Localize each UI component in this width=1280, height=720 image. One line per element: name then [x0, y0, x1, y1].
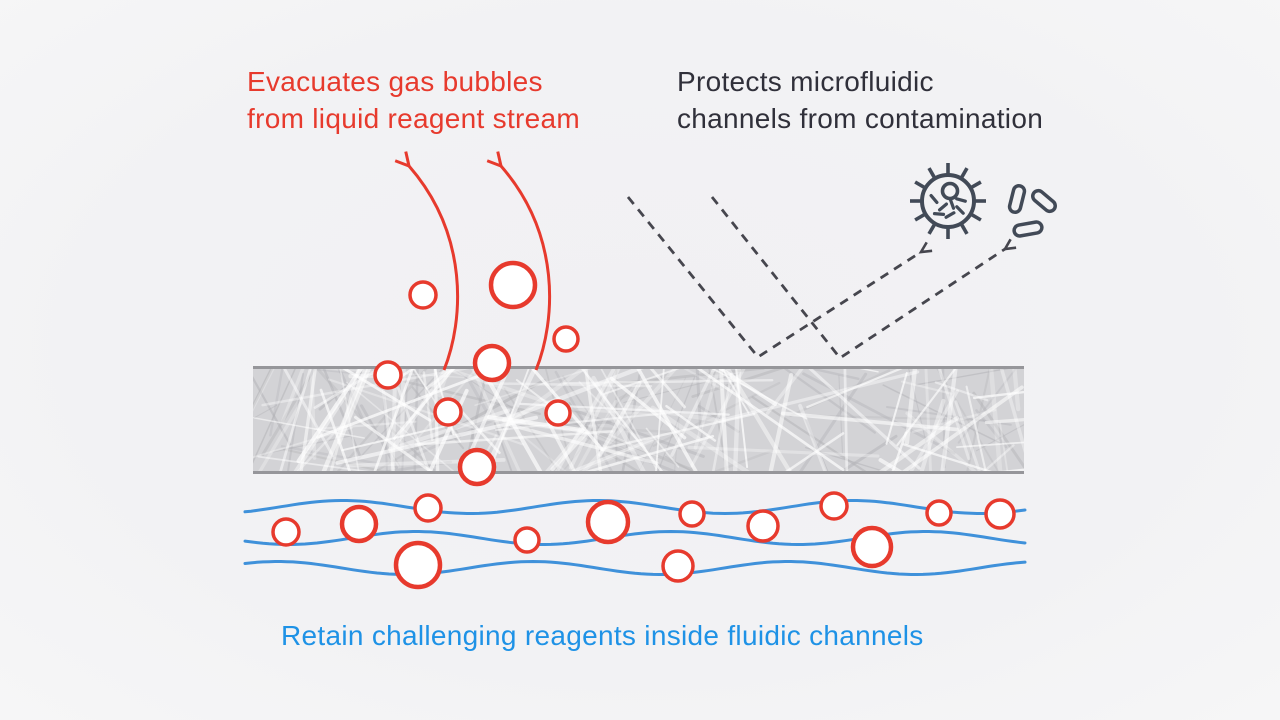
- gas-bubble: [488, 260, 538, 310]
- reagent-bubble: [984, 498, 1016, 530]
- reagent-bubble: [850, 525, 894, 569]
- reagent-bubble: [585, 499, 631, 545]
- membrane-bottom-edge: [253, 471, 1024, 474]
- gas-bubble: [544, 399, 572, 427]
- reagent-bubble: [661, 549, 695, 583]
- contamination-bounce-arrows: [626, 196, 1017, 360]
- curved-up-arrow-icon: [394, 151, 460, 371]
- dashed-bounce-arrow-icon: [710, 196, 1017, 360]
- gas-bubble: [472, 343, 512, 383]
- bacterium-shape: [1031, 188, 1057, 214]
- label-protects-channels: Protects microfluidic channels from cont…: [677, 63, 1043, 137]
- gas-bubble: [373, 360, 403, 390]
- label-retain-reagents: Retain challenging reagents inside fluid…: [281, 620, 924, 651]
- channel-line: [243, 559, 1027, 576]
- bacterium-shape: [1012, 220, 1044, 238]
- gas-bubble: [433, 397, 463, 427]
- gas-escape-arrows: [394, 151, 552, 371]
- membrane-top-edge: [253, 366, 1024, 369]
- gas-bubble: [457, 447, 497, 487]
- channel-line: [243, 499, 1027, 516]
- reagent-bubble: [746, 509, 780, 543]
- reagent-bubble: [819, 491, 849, 521]
- label-line: from liquid reagent stream: [247, 103, 581, 134]
- label-line: channels from contamination: [677, 103, 1044, 134]
- label-line: Protects microfluidic: [677, 66, 934, 97]
- bacteria-icon: [1007, 183, 1057, 238]
- label-evacuates-gas-bubbles: Evacuates gas bubbles from liquid reagen…: [247, 63, 580, 137]
- curved-up-arrow-icon: [486, 151, 552, 371]
- reagent-bubble: [271, 517, 301, 547]
- label-line: Evacuates gas bubbles: [247, 66, 543, 97]
- reagent-bubble: [339, 504, 379, 544]
- gas-bubble: [408, 280, 438, 310]
- virus-icon: [910, 163, 986, 239]
- gas-bubble: [552, 325, 580, 353]
- reagent-bubbles: [271, 491, 1016, 590]
- dashed-bounce-arrow-icon: [626, 196, 933, 359]
- reagent-bubble: [678, 500, 706, 528]
- reagent-bubble: [925, 499, 953, 527]
- reagent-bubble: [513, 526, 541, 554]
- bacterium-shape: [1007, 183, 1027, 215]
- gas-bubbles: [373, 260, 580, 487]
- reagent-bubble: [393, 540, 443, 590]
- reagent-bubble: [413, 493, 443, 523]
